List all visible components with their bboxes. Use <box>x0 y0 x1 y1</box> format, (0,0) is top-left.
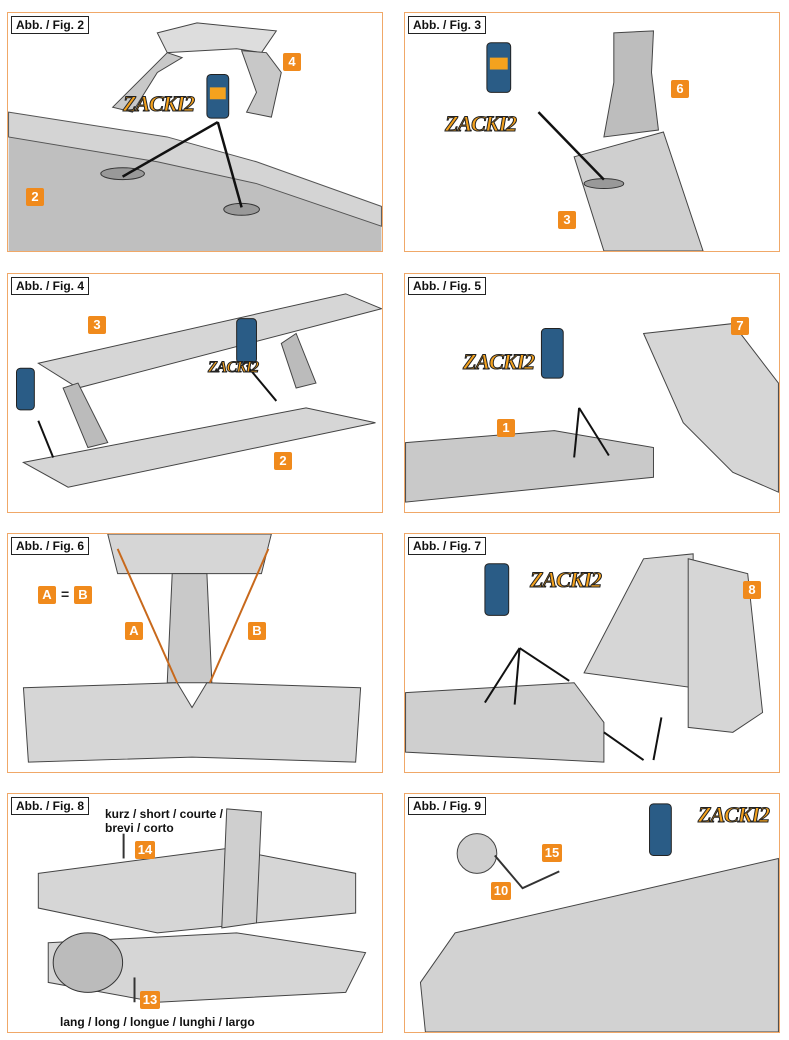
long-screw-caption: lang / long / longue / lunghi / largo <box>60 1015 255 1029</box>
alignment-badge-b: B <box>74 586 92 604</box>
figure-label: Abb. / Fig. 6 <box>11 537 89 555</box>
wing-strut-illustration <box>8 22 382 251</box>
alignment-illustration <box>22 534 362 763</box>
part-badge: 7 <box>731 317 749 335</box>
alignment-badge-b: B <box>248 622 266 640</box>
zacki-logo: ZACKI2 <box>122 91 195 117</box>
part-badge: 3 <box>558 211 576 229</box>
figure-9-panel: Abb. / Fig. 9 ZACKI2 15 10 <box>404 793 780 1033</box>
figure-4-panel: Abb. / Fig. 4 ZACKI2 3 2 <box>7 273 383 513</box>
part-badge: 6 <box>671 80 689 98</box>
part-badge: 3 <box>88 316 106 334</box>
short-screw-caption-line-2: brevi / corto <box>105 821 174 835</box>
zacki-logo: ZACKI2 <box>207 359 259 377</box>
figure-8-panel: Abb. / Fig. 8 kurz / short / courte / br… <box>7 793 383 1033</box>
figure-label: Abb. / Fig. 4 <box>11 277 89 295</box>
alignment-badge-a: A <box>38 586 56 604</box>
alignment-badge-a: A <box>125 622 143 640</box>
figure-3-panel: Abb. / Fig. 3 ZACKI2 6 3 <box>404 12 780 252</box>
biplane-overview-illustration <box>37 808 367 1003</box>
figure-5-panel: Abb. / Fig. 5 ZACKI2 7 1 <box>404 273 780 513</box>
part-badge: 2 <box>274 452 292 470</box>
screw-badge-short: 14 <box>135 841 155 859</box>
figure-label: Abb. / Fig. 8 <box>11 797 89 815</box>
strut-illustration <box>486 30 704 251</box>
equals-sign: = <box>61 586 70 602</box>
part-badge: 8 <box>743 581 761 599</box>
tail-fuselage-illustration <box>405 323 779 503</box>
rudder-illustration <box>405 553 764 763</box>
zacki-logo: ZACKI2 <box>462 349 535 375</box>
part-badge: 2 <box>26 188 44 206</box>
figure-7-panel: Abb. / Fig. 7 ZACKI2 8 <box>404 533 780 773</box>
zacki-logo: ZACKI2 <box>529 567 602 593</box>
part-badge: 15 <box>542 844 562 862</box>
biplane-wings-illustration <box>16 293 382 488</box>
short-screw-caption-line-1: kurz / short / courte / <box>105 807 224 821</box>
part-badge: 1 <box>497 419 515 437</box>
figure-label: Abb. / Fig. 9 <box>408 797 486 815</box>
tailwheel-illustration <box>419 803 779 1032</box>
zacki-logo: ZACKI2 <box>444 111 517 137</box>
zacki-logo: ZACKI2 <box>697 802 770 828</box>
figure-6-panel: Abb. / Fig. 6 A = B A B <box>7 533 383 773</box>
screw-badge-long: 13 <box>140 991 160 1009</box>
part-badge: 4 <box>283 53 301 71</box>
figure-label: Abb. / Fig. 5 <box>408 277 486 295</box>
part-badge: 10 <box>491 882 511 900</box>
figure-label: Abb. / Fig. 2 <box>11 16 89 34</box>
figure-label: Abb. / Fig. 3 <box>408 16 486 34</box>
figure-label: Abb. / Fig. 7 <box>408 537 486 555</box>
figure-2-panel: Abb. / Fig. 2 ZACKI2 4 2 <box>7 12 383 252</box>
